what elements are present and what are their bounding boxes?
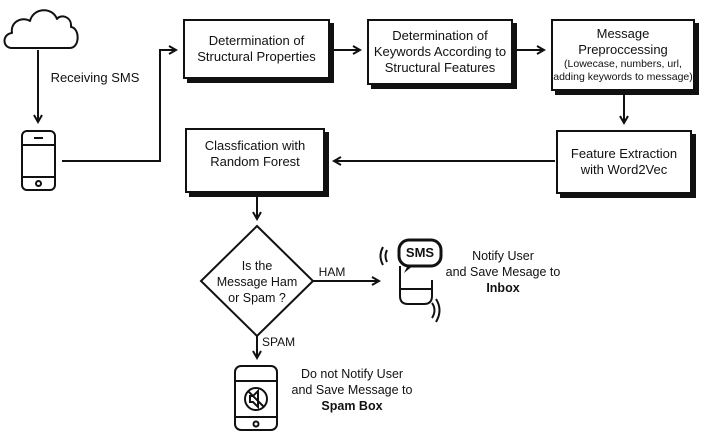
decision-line-1: Is the [241, 259, 273, 273]
structural-properties-label: Determination of Structural Properties [197, 33, 316, 64]
classification-box: Classfication with Random Forest [185, 128, 325, 193]
muted-phone-icon [234, 365, 278, 431]
sms-bubble-icon [397, 238, 443, 273]
spam-box-label: Do not Notify User and Save Message to S… [282, 366, 422, 414]
feature-extraction-label: Feature Extraction with Word2Vec [570, 146, 678, 177]
decision-line-2: Message Ham [216, 275, 298, 289]
connectors [38, 50, 624, 358]
arrow-phone-to-structural [62, 50, 176, 162]
spambox-line-3: Spam Box [321, 399, 383, 413]
feature-extraction-box: Feature Extraction with Word2Vec [556, 130, 692, 194]
notify-inbox-label: Notify User and Save Mesage to Inbox [438, 248, 568, 296]
classification-label: Classfication with Random Forest [204, 138, 306, 169]
structural-properties-box: Determination of Structural Properties [183, 19, 330, 79]
spambox-line-1: Do not Notify User [300, 367, 404, 381]
notify-line-2: and Save Mesage to [445, 265, 561, 279]
receiving-sms-label: Receiving SMS [50, 70, 140, 85]
preprocessing-title: Message Preproccessing [578, 26, 668, 57]
ham-label: HAM [318, 265, 346, 279]
smartphone-icon [21, 130, 56, 191]
keywords-box: Determination of Keywords According to S… [367, 19, 513, 85]
notify-line-1: Notify User [472, 249, 534, 263]
decision-text: Is the Message Ham or Spam ? [207, 258, 307, 306]
preprocessing-detail: (Lowecase, numbers, url, adding keywords… [553, 58, 693, 83]
preprocessing-box: Message Preproccessing (Lowecase, number… [551, 19, 695, 91]
decision-line-3: or Spam ? [228, 291, 286, 305]
decision-diamond [199, 224, 315, 338]
spam-label: SPAM [262, 335, 296, 349]
cloud-icon [3, 9, 79, 49]
spambox-line-2: and Save Message to [291, 383, 413, 397]
notify-line-3: Inbox [486, 281, 520, 295]
keywords-label: Determination of Keywords According to S… [373, 28, 507, 75]
sms-bubble-text: SMS [405, 245, 435, 260]
sms-phone-icon [379, 246, 441, 323]
